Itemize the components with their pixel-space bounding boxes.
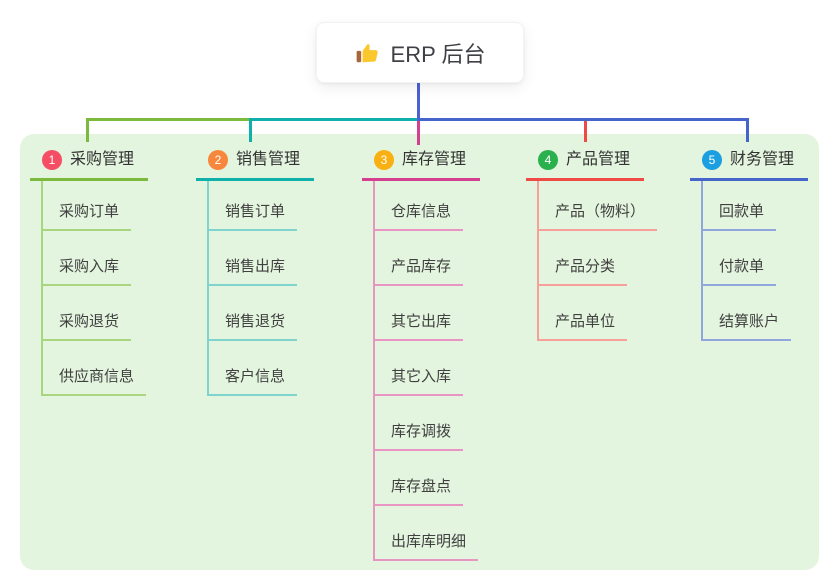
mindmap-node-item[interactable]: 结算账户: [703, 286, 792, 341]
branch-number-badge: 5: [702, 150, 722, 170]
branch-number-badge: 4: [538, 150, 558, 170]
mindmap-node-item[interactable]: 产品单位: [539, 286, 628, 341]
branch-label: 采购管理: [70, 151, 135, 168]
branch-finance-children: 回款单 付款单 结算账户: [701, 181, 792, 341]
root-stem-line: [417, 83, 420, 121]
branch4-drop-line: [584, 118, 587, 142]
hub-line-green: [86, 118, 252, 121]
branch-product-heading[interactable]: 4 产品管理: [526, 148, 644, 181]
branch-number-badge: 1: [42, 150, 62, 170]
branch-inventory-children: 仓库信息 产品库存 其它出库 其它入库 库存调拨 库存盘点 出库库明细: [373, 181, 479, 561]
hub-line-blue: [417, 118, 749, 121]
mindmap-node-item[interactable]: 库存调拨: [375, 396, 464, 451]
branch-label: 产品管理: [566, 151, 631, 168]
mindmap-node-item[interactable]: 销售退货: [209, 286, 298, 341]
branch-label: 销售管理: [236, 151, 301, 168]
hub-line-teal: [249, 118, 420, 121]
mindmap-node-item[interactable]: 其它出库: [375, 286, 464, 341]
thumbs-up-icon: [356, 43, 378, 62]
branch-sales-heading[interactable]: 2 销售管理: [196, 148, 314, 181]
mindmap-node-item[interactable]: 采购退货: [43, 286, 132, 341]
mindmap-node-item[interactable]: 库存盘点: [375, 451, 464, 506]
branch1-drop-line: [86, 118, 89, 142]
mindmap-node-item[interactable]: 产品（物料）: [539, 181, 658, 231]
mindmap-node-item[interactable]: 其它入库: [375, 341, 464, 396]
mindmap-node-item[interactable]: 销售订单: [209, 181, 298, 231]
branch-inventory-heading[interactable]: 3 库存管理: [362, 148, 480, 181]
branch-label: 库存管理: [402, 151, 467, 168]
branch2-drop-line: [249, 118, 252, 142]
branch-number-badge: 3: [374, 150, 394, 170]
mindmap-node-item[interactable]: 产品分类: [539, 231, 628, 286]
branch-sales-children: 销售订单 销售出库 销售退货 客户信息: [207, 181, 298, 396]
branch-product: 4 产品管理 产品（物料） 产品分类 产品单位: [526, 148, 658, 341]
branch-label: 财务管理: [730, 151, 795, 168]
mindmap-node-item[interactable]: 采购订单: [43, 181, 132, 231]
branch-purchase-heading[interactable]: 1 采购管理: [30, 148, 148, 181]
branch-sales: 2 销售管理 销售订单 销售出库 销售退货 客户信息: [196, 148, 314, 396]
mindmap-node-item[interactable]: 仓库信息: [375, 181, 464, 231]
branch-finance-heading[interactable]: 5 财务管理: [690, 148, 808, 181]
mindmap-node-item[interactable]: 付款单: [703, 231, 777, 286]
root-node[interactable]: ERP 后台: [316, 22, 524, 83]
branch-product-children: 产品（物料） 产品分类 产品单位: [537, 181, 658, 341]
mindmap-node-item[interactable]: 客户信息: [209, 341, 298, 396]
branch3-drop-line: [417, 121, 420, 145]
branch-purchase: 1 采购管理 采购订单 采购入库 采购退货 供应商信息: [30, 148, 148, 396]
mindmap-node-item[interactable]: 出库库明细: [375, 506, 479, 561]
mindmap-node-item[interactable]: 销售出库: [209, 231, 298, 286]
branch-inventory: 3 库存管理 仓库信息 产品库存 其它出库 其它入库 库存调拨 库存盘点 出库库…: [362, 148, 480, 561]
mindmap-node-item[interactable]: 采购入库: [43, 231, 132, 286]
branch5-drop-line: [746, 118, 749, 142]
mindmap-node-item[interactable]: 供应商信息: [43, 341, 147, 396]
branch-number-badge: 2: [208, 150, 228, 170]
branch-purchase-children: 采购订单 采购入库 采购退货 供应商信息: [41, 181, 147, 396]
branch-finance: 5 财务管理 回款单 付款单 结算账户: [690, 148, 808, 341]
mindmap-node-item[interactable]: 回款单: [703, 181, 777, 231]
root-title: ERP 后台: [390, 41, 486, 67]
branches-panel: [20, 134, 819, 570]
mindmap-node-item[interactable]: 产品库存: [375, 231, 464, 286]
